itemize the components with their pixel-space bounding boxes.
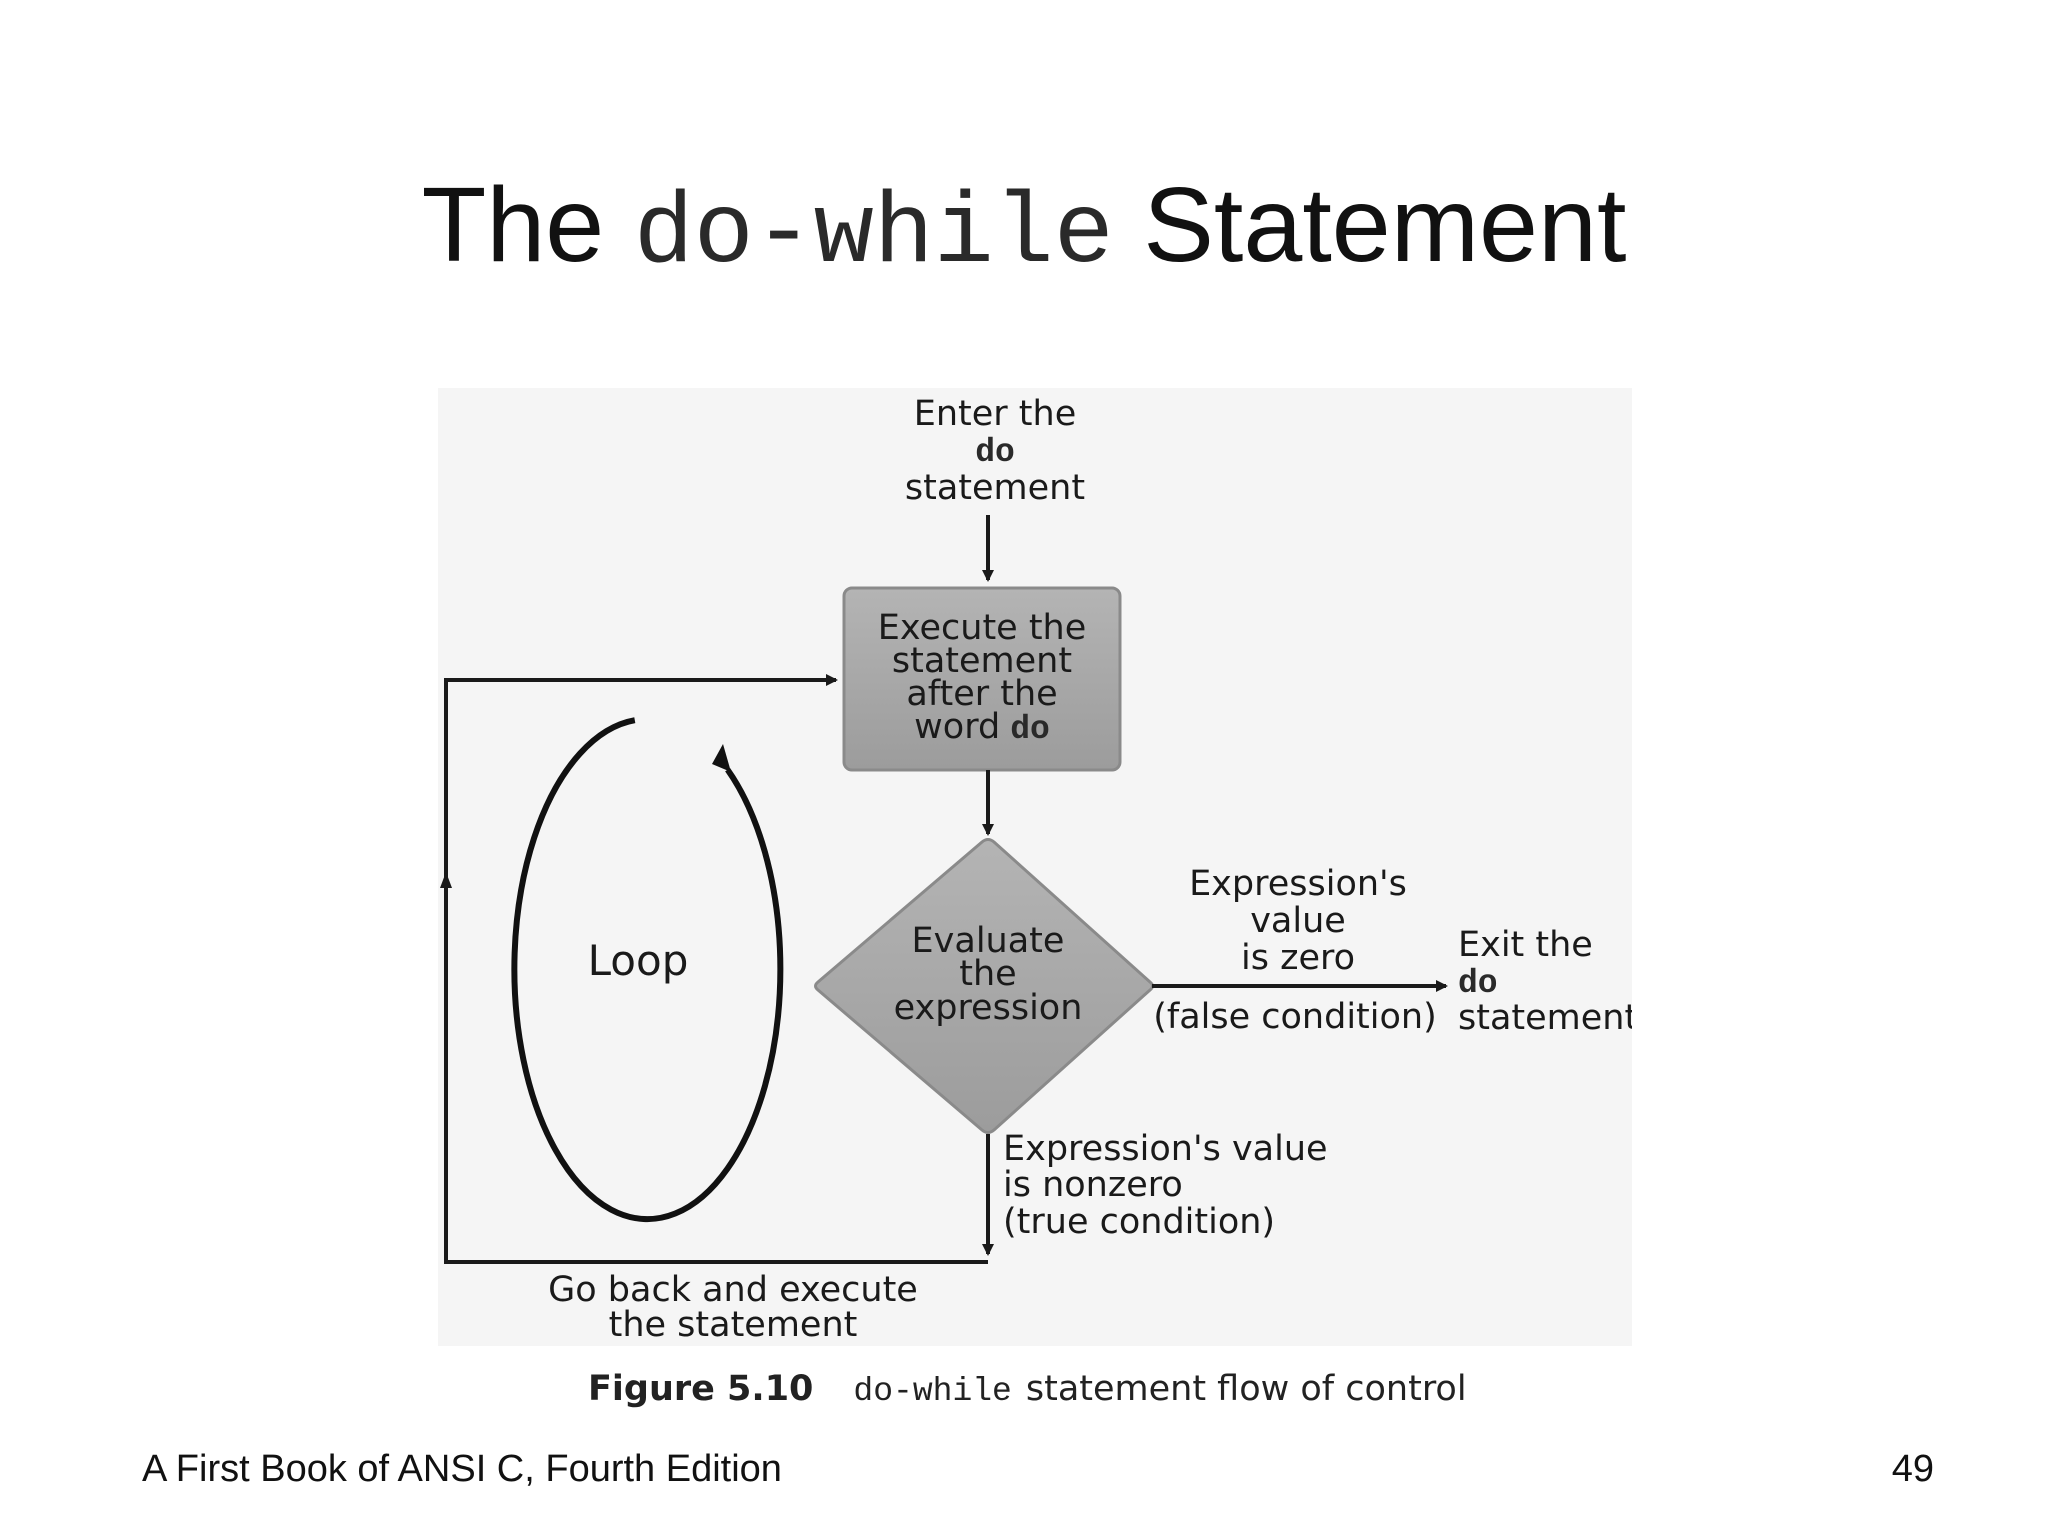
true-branch-line1: Expression's value	[1003, 1129, 1328, 1169]
decision-line3: expression	[894, 988, 1083, 1028]
entry-label-code: do	[975, 434, 1015, 471]
figure-caption: Figure 5.10 do-while statement flow of con…	[588, 1366, 1467, 1415]
false-branch-line1: Expression's	[1189, 864, 1407, 904]
execute-box	[842, 586, 1122, 772]
figure-panel: Enter the do statement Execute the state…	[438, 388, 1632, 1346]
footer-book-title: A First Book of ANSI C, Fourth Edition	[142, 1448, 782, 1490]
page-number: 49	[1891, 1448, 1934, 1490]
figure-number: Figure 5.10	[588, 1369, 814, 1409]
execute-box-line1: Execute the	[878, 608, 1087, 648]
entry-label-line3: statement	[905, 468, 1085, 508]
figure-caption-text: statement flow of control	[1025, 1369, 1467, 1409]
execute-box-code: do	[1010, 711, 1050, 748]
true-branch-line2: is nonzero	[1003, 1165, 1183, 1205]
exit-label-line1: Exit the	[1458, 925, 1593, 965]
false-condition-label: (false condition)	[1153, 997, 1437, 1037]
loop-arrowhead	[712, 744, 731, 772]
false-branch-line3: is zero	[1241, 938, 1355, 978]
entry-label-line1: Enter the	[914, 394, 1077, 434]
exit-label-line3: statement	[1458, 998, 1632, 1038]
back-label-line1: Go back and execute	[548, 1270, 918, 1310]
exit-label-code: do	[1458, 965, 1498, 1002]
true-condition-label: (true condition)	[1003, 1202, 1275, 1242]
loop-back-up-arrowhead	[440, 872, 452, 888]
execute-box-word: word	[914, 707, 1000, 747]
flowchart: Enter the do statement Execute the state…	[440, 394, 1632, 1345]
title-suffix: Statement	[1143, 166, 1627, 284]
slide-title: The do-while Statement	[0, 160, 2048, 301]
title-code: do-while	[633, 179, 1114, 292]
figure-caption-code: do-while	[853, 1373, 1012, 1410]
title-prefix: The	[421, 166, 605, 284]
loop-label: Loop	[588, 936, 689, 985]
execute-box-line2: statement	[892, 641, 1072, 681]
decision-diamond	[814, 838, 1154, 1134]
back-label-line2: the statement	[609, 1305, 858, 1345]
loop-back-line	[444, 674, 988, 1264]
false-branch-line2: value	[1250, 901, 1346, 941]
execute-box-line3: after the	[906, 674, 1057, 714]
loop-ellipse	[511, 717, 784, 1223]
decision-line2: the	[959, 954, 1016, 994]
decision-line1: Evaluate	[912, 921, 1065, 961]
